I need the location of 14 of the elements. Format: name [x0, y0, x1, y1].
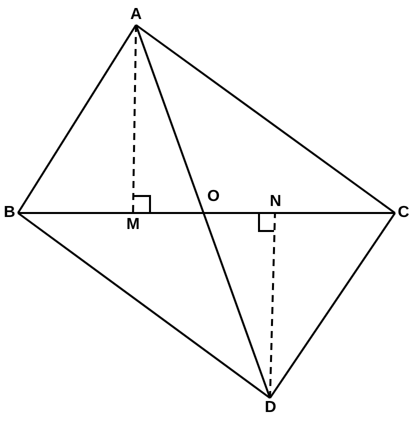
point-label: M — [124, 215, 142, 235]
point-label: B — [1, 203, 18, 223]
line-segment — [269, 212, 396, 399]
point-label: C — [395, 203, 412, 223]
line-segment — [135, 24, 271, 398]
point-label: D — [262, 398, 279, 418]
line-segment — [17, 24, 137, 214]
line-segment — [18, 212, 395, 214]
line-segment — [17, 212, 271, 399]
dashed-line — [269, 212, 276, 398]
line-segment — [135, 24, 396, 214]
point-label: O — [205, 187, 222, 207]
point-label: A — [128, 5, 144, 25]
point-label: N — [267, 192, 284, 212]
